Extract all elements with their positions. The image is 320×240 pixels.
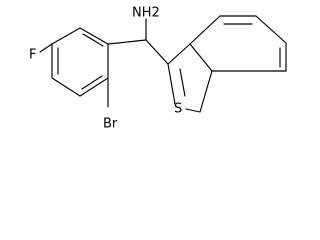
central-methine-center	[107, 18, 169, 65]
bond	[51, 77, 81, 97]
bond	[199, 70, 213, 113]
bond	[185, 108, 201, 113]
bond	[167, 63, 176, 105]
bond	[189, 15, 221, 45]
fluorobromophenyl-ring	[39, 27, 109, 108]
c-f-bond	[39, 43, 53, 53]
bond	[255, 15, 287, 44]
benzothiophene-ring-system	[167, 15, 287, 113]
sulfur-label: S	[174, 102, 182, 117]
chemical-structure-diagram: NH2 F Br S	[29, 6, 287, 132]
aromatic-inner-bond	[179, 68, 186, 97]
bond	[145, 39, 169, 65]
fluorine-label: F	[29, 48, 36, 63]
bromine-label: Br	[103, 117, 118, 132]
bond	[79, 27, 109, 45]
bond	[167, 43, 191, 65]
bond	[51, 27, 81, 45]
bond	[79, 77, 109, 97]
bond	[189, 43, 213, 72]
amine-label: NH2	[132, 6, 160, 21]
bond	[107, 39, 147, 45]
aromatic-inner-bond	[81, 75, 103, 90]
aromatic-inner-bond	[82, 33, 104, 47]
